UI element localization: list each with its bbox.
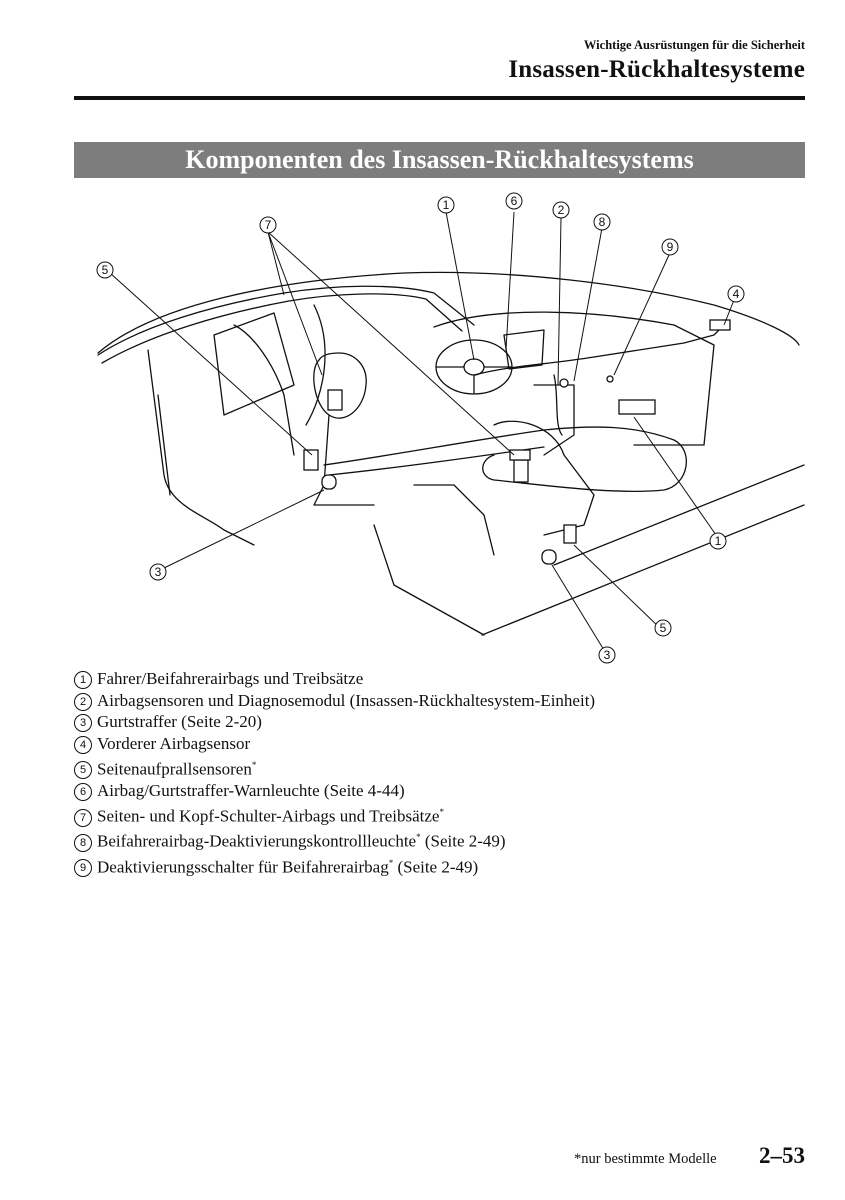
svg-text:1: 1 [443,198,450,212]
number-badge: 4 [74,736,92,755]
number-badge: 1 [74,671,92,689]
svg-text:4: 4 [733,287,740,301]
callouts: 1 6 2 8 7 9 5 4 1 3 5 3 [96,192,745,664]
header-title: Insassen-Rückhaltesysteme [508,56,805,83]
callout-6: 6 [505,192,523,210]
footnote: *nur bestimmte Modelle [574,1151,717,1167]
number-badge: 6 [74,783,92,802]
svg-text:5: 5 [660,621,667,635]
callout-3-bottom: 3 [598,646,616,664]
callout-2: 2 [552,201,570,219]
airbag-components-diagram: 1 6 2 8 7 9 5 4 1 3 5 3 [96,192,805,664]
svg-text:2: 2 [558,203,565,217]
number-badge: 9 [74,859,92,878]
svg-text:5: 5 [102,263,109,277]
number-badge: 8 [74,833,92,852]
number-badge: 2 [74,692,92,711]
number-badge: 5 [74,761,92,780]
svg-text:1: 1 [715,534,722,548]
callout-5-bottom: 5 [654,619,672,637]
header-section: Wichtige Ausrüstungen für die Sicherheit [583,38,805,52]
svg-text:8: 8 [599,215,606,229]
callout-1-top: 1 [437,196,455,214]
svg-text:3: 3 [155,565,162,579]
page-number: 2–53 [759,1143,805,1168]
callout-1-right: 1 [709,532,727,550]
callout-4: 4 [727,285,745,303]
section-banner: Komponenten des Insassen-Rückhaltesystem… [74,142,805,178]
svg-text:6: 6 [511,194,518,208]
callout-5-left: 5 [96,261,114,279]
svg-text:3: 3 [604,648,611,662]
callout-9: 9 [661,238,679,256]
callout-7: 7 [259,216,277,234]
number-badge: 3 [74,714,92,733]
callout-8: 8 [593,213,611,231]
svg-text:7: 7 [265,218,272,232]
number-badge: 7 [74,808,92,827]
header-rule [74,96,805,100]
svg-text:9: 9 [667,240,674,254]
callout-3-left: 3 [149,563,167,581]
